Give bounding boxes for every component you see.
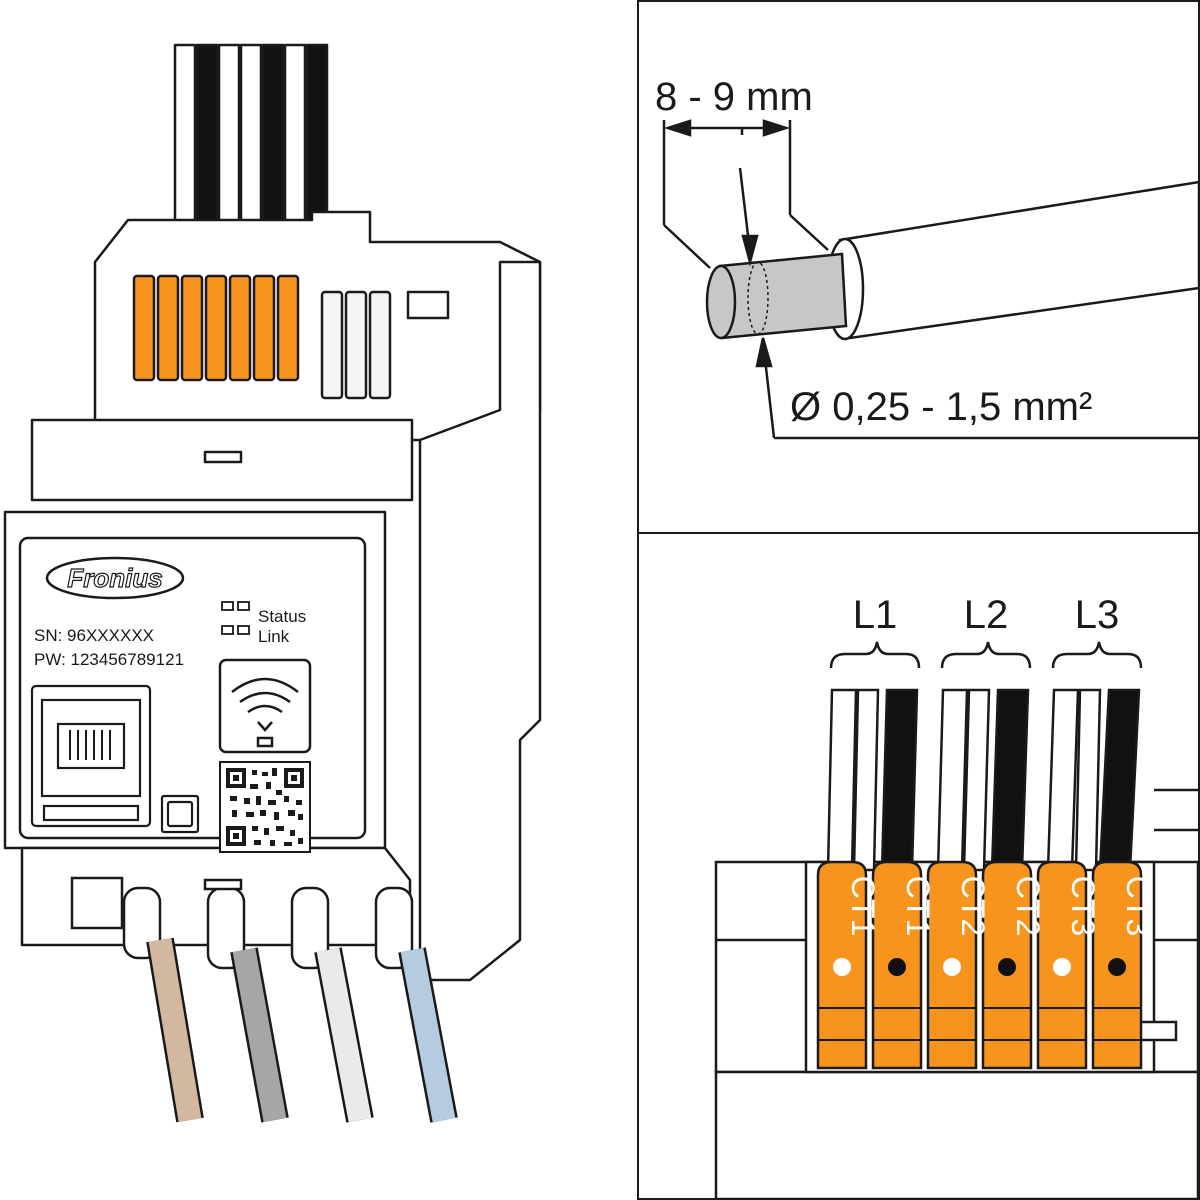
cross-section-arrows: [738, 167, 1199, 440]
polarity-dot-black-icon: [888, 958, 906, 976]
square-button-icon: [160, 794, 200, 834]
ct-terminal-label: CT1: [900, 876, 936, 936]
orange-terminals: [132, 274, 300, 382]
ct-terminal-label: CT1: [845, 876, 881, 936]
cross-section-label: Ø 0,25 - 1,5 mm²: [790, 385, 1092, 429]
polarity-dot-white-icon: [833, 958, 851, 976]
polarity-dot-black-icon: [998, 958, 1016, 976]
polarity-dots: [833, 958, 1126, 976]
bottom-cables: [146, 937, 458, 1123]
serial-number-label: SN: 96XXXXXX: [34, 626, 154, 645]
link-led-label: Link: [258, 627, 290, 646]
brand-logo: Fronius: [45, 556, 185, 600]
phase-label-l2: L2: [964, 593, 1009, 637]
ct-terminal-label: CT2: [955, 876, 991, 936]
strip-dimension-lines: [662, 119, 829, 269]
polarity-dot-white-icon: [1053, 958, 1071, 976]
phase-braces: [829, 641, 1143, 669]
cable-insulation: [838, 180, 1200, 340]
status-led: [221, 601, 250, 611]
polarity-dot-black-icon: [1108, 958, 1126, 976]
ct-terminal-label: CT3: [1065, 876, 1101, 936]
right-side-panel: [418, 260, 542, 982]
phase-label-l3: L3: [1075, 593, 1120, 637]
terminal-wires: [826, 688, 1141, 872]
ethernet-port: [30, 684, 152, 828]
lever-grooves: [818, 1007, 1141, 1041]
qr-code-icon: [219, 761, 311, 853]
polarity-dot-white-icon: [943, 958, 961, 976]
ct-terminal-label: CT3: [1120, 876, 1156, 936]
wifi-icon: [218, 658, 312, 754]
terminal-detail: L1 L2 L3: [714, 593, 1200, 1200]
ct-terminal-label: CT2: [1010, 876, 1046, 936]
ferrule: [718, 252, 848, 340]
password-label: PW: 123456789121: [34, 650, 184, 669]
grey-terminals: [320, 290, 450, 400]
link-led: [221, 625, 250, 635]
status-led-label: Status: [258, 607, 306, 626]
brand-logo-text: Fronius: [67, 563, 162, 593]
strip-length-label: 8 - 9 mm: [655, 75, 813, 119]
strip-detail: 8 - 9 mm Ø 0,25 - 1,5 mm²: [655, 75, 1200, 440]
phase-label-l1: L1: [853, 593, 898, 637]
bottom-clips: [70, 876, 414, 970]
